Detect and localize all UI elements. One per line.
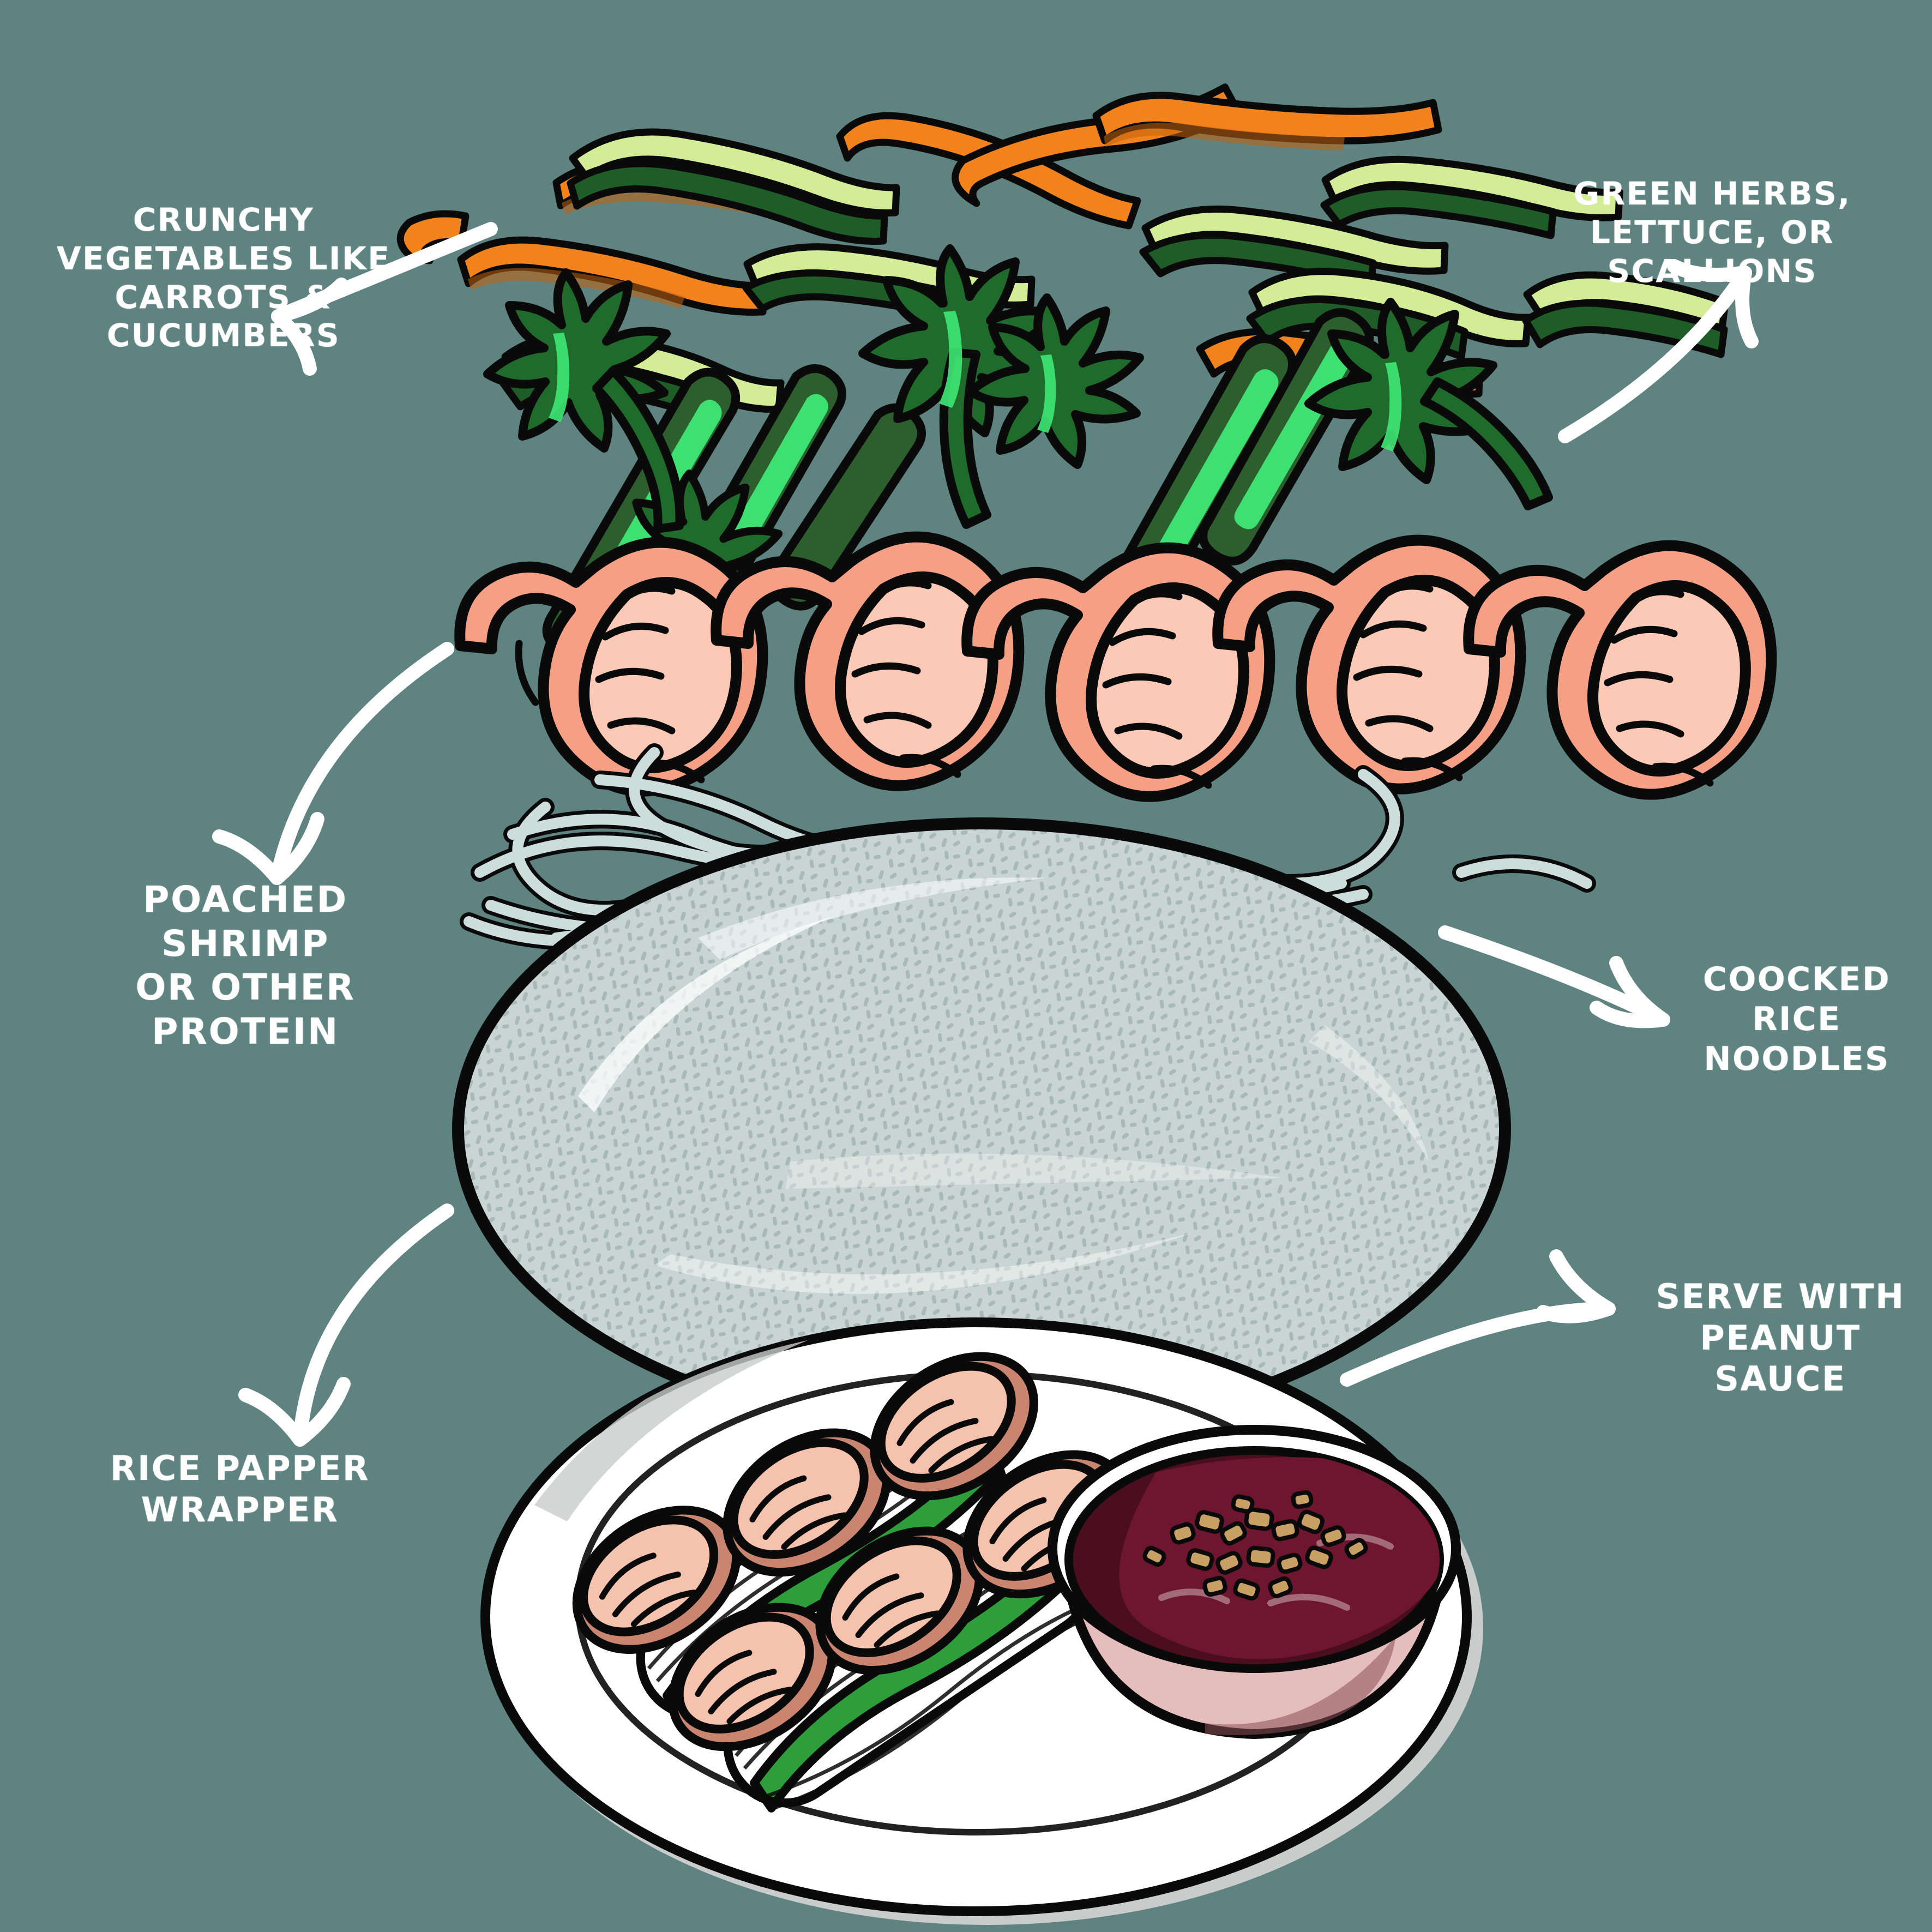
label-peanut-sauce: Serve with Peanut sauce [1656, 1277, 1905, 1399]
label-shrimp: Poached shrimp or other Protein [135, 878, 356, 1052]
chopped-peanut-group [1142, 1490, 1368, 1601]
label-rice-paper-wrapper: Rice papper wrapper [110, 1448, 370, 1530]
roll-shrimp-group [572, 1352, 1131, 1752]
dipping-sauce-bowl [1048, 1425, 1461, 1740]
annotation-arrows [212, 222, 1759, 1447]
layer-vegetables [396, 83, 1729, 426]
layer-shrimp [454, 531, 1777, 802]
shrimp-5 [1463, 540, 1777, 800]
arrow-to-sauce [1340, 1249, 1616, 1387]
label-noodles: Coocked Rice Noodles [1702, 960, 1891, 1079]
arrow-to-vegetables [271, 222, 498, 376]
layer-plated-dish [480, 1317, 1483, 1925]
label-vegetables: Crunchy vegetables like carrots & cucumb… [56, 201, 391, 354]
arrow-to-herbs [1558, 259, 1759, 443]
arrow-to-shrimp [212, 642, 454, 885]
summer-roll-group [572, 1352, 1131, 1813]
arrow-to-rice-paper [238, 1203, 454, 1447]
label-herbs: Green herbs, Lettuce, or scallions [1573, 175, 1851, 290]
carrot-shadow-group [468, 122, 1345, 309]
shrimp-4 [1212, 534, 1526, 795]
arrow-to-noodles [1438, 925, 1670, 1028]
shrimp-2 [711, 531, 1025, 791]
